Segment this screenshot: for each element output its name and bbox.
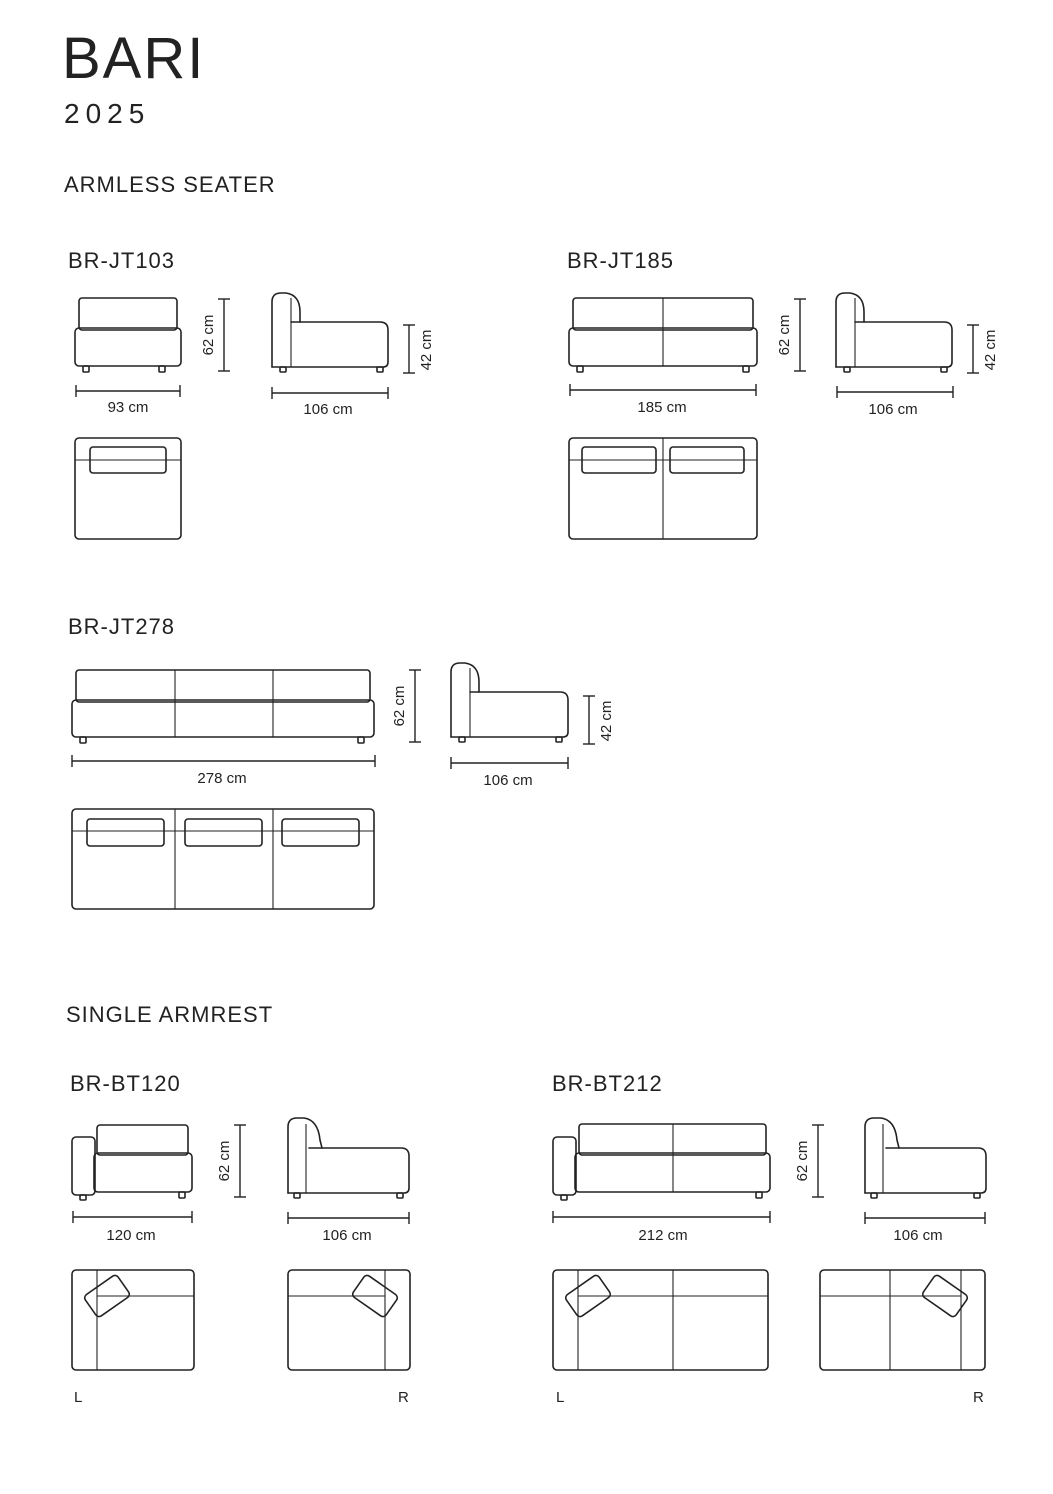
height-label-bt120: 62 cm: [216, 1141, 233, 1182]
right-variant-label-bt212: R: [973, 1389, 984, 1406]
front-view-jt278: [71, 669, 375, 744]
top-view-bt212-right: [819, 1269, 986, 1371]
height-dimension-jt278: 62 cm: [391, 669, 421, 743]
width-dimension-jt185: 185 cm: [569, 384, 757, 416]
seat-height-dimension-jt103: 42 cm: [403, 324, 435, 374]
width-label-jt103: 93 cm: [108, 399, 149, 416]
height-dimension-jt103: 62 cm: [200, 298, 230, 372]
width-label-bt212: 212 cm: [638, 1227, 687, 1244]
width-label-jt185: 185 cm: [637, 399, 686, 416]
top-view-bt120-right: [287, 1269, 411, 1371]
side-view-jt103: [271, 292, 389, 373]
top-view-jt185: [568, 437, 758, 540]
top-view-bt212-left: [552, 1269, 769, 1371]
seat-height-dimension-jt185: 42 cm: [967, 324, 999, 374]
seat-height-label-jt278: 42 cm: [598, 701, 615, 742]
left-variant-label-bt212: L: [556, 1389, 565, 1406]
front-view-jt185: [568, 297, 758, 373]
front-view-jt103: [74, 297, 182, 373]
width-label-bt120: 120 cm: [106, 1227, 155, 1244]
height-label-jt278: 62 cm: [391, 686, 408, 727]
front-view-bt212: [552, 1123, 771, 1201]
side-view-bt212: [864, 1117, 987, 1199]
depth-label-jt103: 106 cm: [303, 401, 352, 418]
height-label-bt212: 62 cm: [794, 1141, 811, 1182]
model-code-jt185: BR-JT185: [567, 248, 675, 273]
depth-dimension-jt278: 106 cm: [450, 757, 569, 789]
model-code-bt120: BR-BT120: [70, 1071, 181, 1096]
seat-height-label-jt103: 42 cm: [418, 330, 435, 371]
depth-label-jt278: 106 cm: [483, 772, 532, 789]
model-code-jt103: BR-JT103: [68, 248, 176, 273]
side-view-bt120: [287, 1117, 410, 1199]
depth-dimension-jt185: 106 cm: [836, 386, 954, 418]
seat-height-label-jt185: 42 cm: [982, 330, 999, 371]
model-code-jt278: BR-JT278: [68, 614, 176, 639]
top-view-jt103: [74, 437, 182, 540]
width-dimension-bt212: 212 cm: [552, 1211, 771, 1244]
depth-label-jt185: 106 cm: [868, 401, 917, 418]
height-dimension-jt185: 62 cm: [776, 298, 806, 372]
top-view-bt120-left: [71, 1269, 195, 1371]
depth-label-bt212: 106 cm: [893, 1227, 942, 1244]
top-view-jt278: [71, 808, 375, 910]
front-view-bt120: [71, 1124, 193, 1201]
width-dimension-jt103: 93 cm: [75, 385, 181, 416]
catalog-year: 2025: [64, 98, 151, 129]
height-dimension-bt120: 62 cm: [216, 1124, 246, 1198]
depth-label-bt120: 106 cm: [322, 1227, 371, 1244]
model-code-bt212: BR-BT212: [552, 1071, 663, 1096]
section-heading-armless: ARMLESS SEATER: [64, 172, 276, 197]
height-label-jt185: 62 cm: [776, 315, 793, 356]
side-view-jt185: [835, 292, 953, 373]
width-dimension-jt278: 278 cm: [71, 755, 376, 787]
width-dimension-bt120: 120 cm: [72, 1211, 193, 1244]
side-view-jt278: [450, 662, 569, 743]
section-heading-single-armrest: SINGLE ARMREST: [66, 1002, 274, 1027]
depth-dimension-bt212: 106 cm: [864, 1212, 986, 1244]
height-dimension-bt212: 62 cm: [794, 1124, 824, 1198]
right-variant-label-bt120: R: [398, 1389, 409, 1406]
catalog-title: BARI: [62, 26, 206, 91]
depth-dimension-jt103: 106 cm: [271, 387, 389, 418]
depth-dimension-bt120: 106 cm: [287, 1212, 410, 1244]
height-label-jt103: 62 cm: [200, 315, 217, 356]
seat-height-dimension-jt278: 42 cm: [583, 695, 615, 745]
width-label-jt278: 278 cm: [197, 770, 246, 787]
left-variant-label-bt120: L: [74, 1389, 83, 1406]
